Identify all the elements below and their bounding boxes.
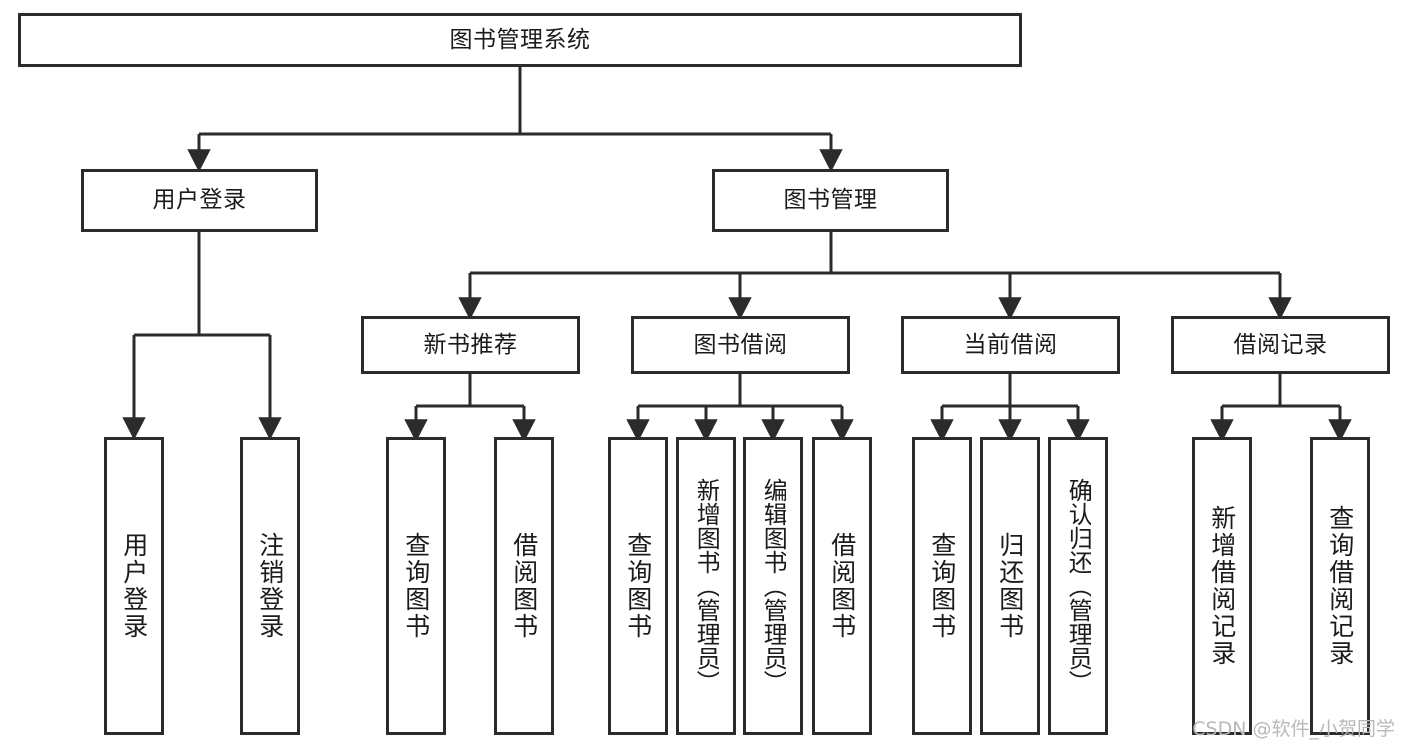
node-leaf-user-login[interactable]: 用户登录: [104, 437, 164, 735]
node-label: 注销登录: [255, 532, 285, 640]
node-leaf-borrow-book[interactable]: 借阅图书: [812, 437, 872, 735]
node-label: 确认归还（管理员）: [1064, 478, 1092, 694]
node-root-system[interactable]: 图书管理系统: [18, 13, 1022, 67]
node-borrow-record[interactable]: 借阅记录: [1171, 316, 1390, 374]
node-book-management[interactable]: 图书管理: [712, 169, 949, 232]
node-user-login[interactable]: 用户登录: [81, 169, 318, 232]
node-leaf-logout[interactable]: 注销登录: [240, 437, 300, 735]
node-label: 查询图书: [623, 532, 653, 640]
node-leaf-confirm-return-admin[interactable]: 确认归还（管理员）: [1048, 437, 1108, 735]
node-new-book-recommend[interactable]: 新书推荐: [361, 316, 580, 374]
node-label: 查询借阅记录: [1325, 505, 1355, 667]
node-label: 新书推荐: [423, 331, 518, 358]
node-leaf-return-book[interactable]: 归还图书: [980, 437, 1040, 735]
node-label: 图书管理: [783, 187, 878, 214]
node-label: 借阅记录: [1233, 331, 1328, 358]
node-book-borrow[interactable]: 图书借阅: [631, 316, 850, 374]
node-label: 借阅图书: [509, 532, 539, 640]
node-leaf-add-book-admin[interactable]: 新增图书（管理员）: [676, 437, 736, 735]
node-label: 新增图书（管理员）: [692, 478, 720, 694]
node-label: 新增借阅记录: [1207, 505, 1237, 667]
node-leaf-borrow-book-new[interactable]: 借阅图书: [494, 437, 554, 735]
node-label: 图书管理系统: [449, 26, 591, 53]
node-label: 图书借阅: [693, 331, 788, 358]
node-label: 用户登录: [119, 532, 149, 640]
node-label: 当前借阅: [963, 331, 1058, 358]
node-label: 用户登录: [152, 187, 247, 214]
node-label: 编辑图书（管理员）: [759, 478, 787, 694]
node-label: 归还图书: [995, 532, 1025, 640]
node-current-borrow[interactable]: 当前借阅: [901, 316, 1120, 374]
node-leaf-add-borrow-record[interactable]: 新增借阅记录: [1192, 437, 1252, 735]
node-label: 查询图书: [401, 532, 431, 640]
node-leaf-query-book-new[interactable]: 查询图书: [386, 437, 446, 735]
node-leaf-query-book-current[interactable]: 查询图书: [912, 437, 972, 735]
watermark-text: CSDN @软件_小贺同学: [1192, 718, 1395, 740]
node-leaf-query-book-borrow[interactable]: 查询图书: [608, 437, 668, 735]
node-label: 查询图书: [927, 532, 957, 640]
node-label: 借阅图书: [827, 532, 857, 640]
node-leaf-edit-book-admin[interactable]: 编辑图书（管理员）: [743, 437, 803, 735]
node-leaf-query-borrow-record[interactable]: 查询借阅记录: [1310, 437, 1370, 735]
